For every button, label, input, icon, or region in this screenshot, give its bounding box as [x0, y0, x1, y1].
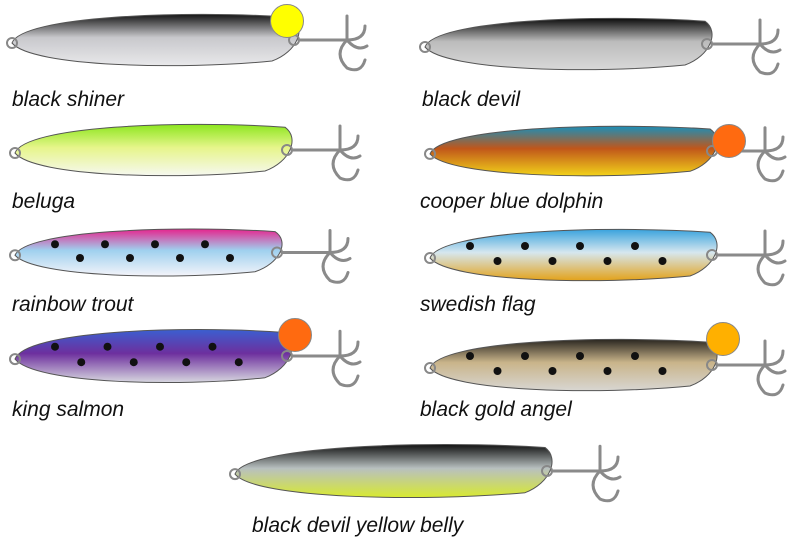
lure-spot [521, 352, 529, 360]
lure-body [14, 228, 283, 277]
treble-hook-icon [710, 18, 782, 76]
lure-spot [208, 342, 217, 351]
split-ring-icon [424, 362, 436, 374]
split-ring-icon [229, 468, 241, 481]
lure-body [429, 228, 718, 282]
lure-rainbow-trout[interactable] [5, 225, 355, 300]
lure-body [14, 123, 293, 177]
split-ring-icon [9, 147, 21, 159]
lure-spot [76, 254, 84, 262]
lure-spot [658, 367, 667, 375]
color-marker-dot [706, 322, 740, 356]
lure-spot [631, 352, 639, 360]
color-marker-dot [270, 4, 304, 38]
lure-spot [182, 358, 191, 367]
lure-spot [156, 342, 164, 351]
lure-body [429, 125, 718, 177]
lure-spot [576, 242, 584, 250]
lure-name-label: rainbow trout [12, 293, 134, 316]
lure-name-label: king salmon [12, 398, 125, 421]
lure-black-devil[interactable] [415, 14, 785, 94]
lure-name-label: black devil [422, 88, 521, 111]
lure-body [11, 13, 300, 67]
treble-hook-icon [290, 329, 362, 388]
lure-spot [201, 240, 209, 249]
lure-spot [226, 254, 234, 262]
lure-spot [103, 342, 112, 351]
lure-spot [548, 367, 557, 375]
lure-spot [176, 254, 184, 262]
lure-name-label: swedish flag [420, 293, 536, 316]
lure-spot [493, 257, 502, 265]
lure-spot [548, 257, 557, 265]
lure-spot [658, 257, 667, 265]
lure-spot [126, 254, 134, 262]
lure-black-shiner[interactable] [2, 10, 372, 90]
lure-king-salmon[interactable] [5, 325, 365, 407]
split-ring-icon [424, 252, 436, 264]
treble-hook-icon [550, 444, 622, 503]
color-marker-dot [278, 318, 312, 352]
lure-name-label: beluga [12, 190, 76, 213]
treble-hook-icon [715, 229, 787, 287]
lure-swedish-flag[interactable] [420, 225, 790, 305]
lure-name-label: black devil yellow belly [252, 514, 464, 537]
lure-spot [603, 257, 612, 265]
lure-spot [521, 242, 529, 250]
lure-spot [493, 367, 502, 375]
lure-black-devil-yellow-belly[interactable] [225, 440, 625, 522]
lure-spot [151, 240, 159, 249]
lure-spot [576, 352, 584, 360]
lure-body [429, 338, 718, 392]
lure-spot [466, 242, 474, 250]
lure-spot [234, 358, 243, 367]
lure-spot [631, 242, 639, 250]
color-marker-dot [712, 124, 746, 158]
lure-spot [101, 240, 109, 249]
lure-spot [466, 352, 474, 360]
split-ring-icon [6, 37, 18, 49]
lure-spot [51, 240, 59, 249]
treble-hook-icon [290, 124, 362, 182]
treble-hook-icon [715, 339, 787, 397]
lure-name-label: black shiner [12, 88, 125, 111]
lure-spot [77, 358, 86, 367]
lure-spot [51, 342, 59, 351]
lure-body [234, 444, 553, 499]
split-ring-icon [9, 353, 21, 366]
split-ring-icon [419, 41, 431, 53]
split-ring-icon [9, 249, 21, 262]
lure-spot [603, 367, 612, 375]
lure-name-label: black gold angel [420, 398, 572, 421]
split-ring-icon [424, 147, 436, 160]
lure-beluga[interactable] [5, 120, 365, 200]
treble-hook-icon [280, 229, 352, 284]
lure-spot [129, 358, 138, 367]
lure-name-label: cooper blue dolphin [420, 190, 604, 213]
lure-body [14, 329, 293, 384]
treble-hook-icon [297, 14, 369, 72]
lure-body [424, 17, 713, 71]
lure-black-gold-angel[interactable] [420, 335, 790, 415]
